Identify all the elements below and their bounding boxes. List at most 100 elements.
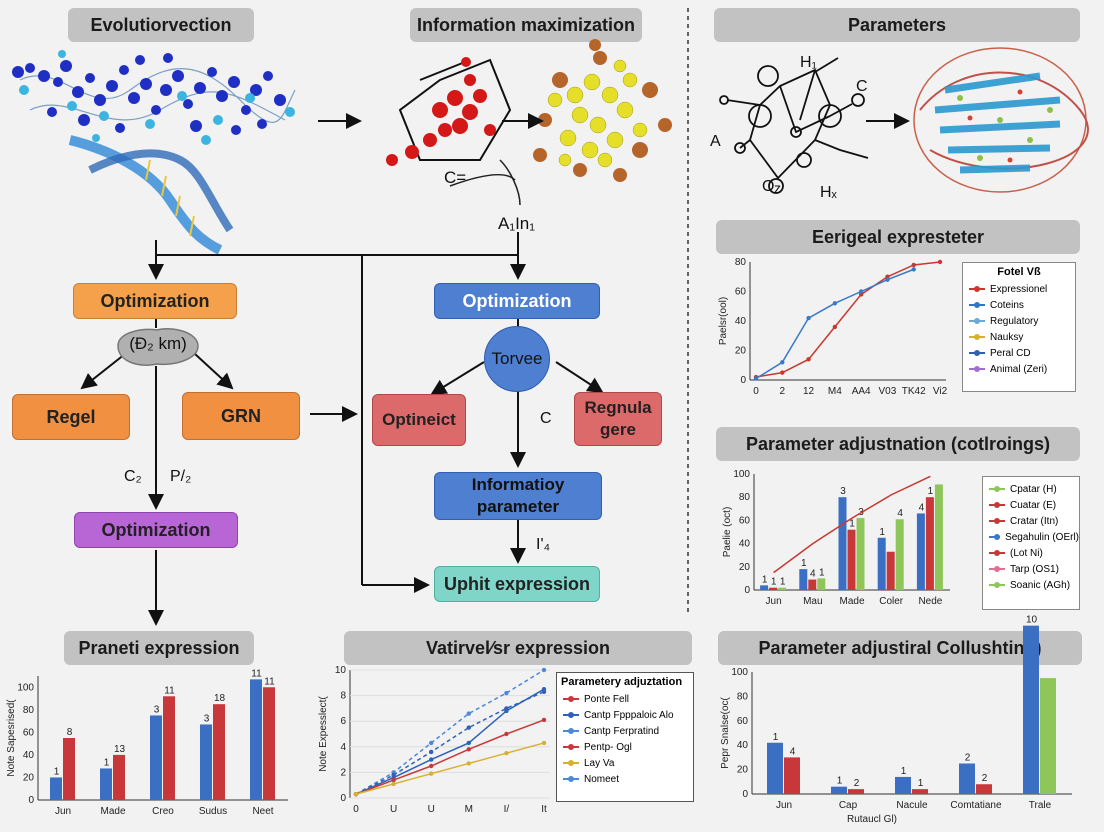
bar-value-label: 1 [773, 732, 779, 743]
legend-item: Lay Va [557, 755, 693, 771]
y-tick-label: 80 [739, 492, 751, 503]
legend-swatch [969, 302, 985, 308]
data-point [429, 771, 434, 776]
legend-swatch [989, 582, 1005, 588]
bar [799, 569, 808, 590]
bar-value-label: 4 [897, 508, 903, 519]
legend-label: Lay Va [584, 757, 615, 769]
y-tick-label: 0 [742, 789, 748, 800]
y-axis-label: Paelsr(ool) [718, 297, 729, 345]
bar [877, 537, 886, 590]
legend-item: Regulatory [963, 313, 1075, 329]
dna-protein-illustration [12, 50, 296, 255]
bar [895, 776, 911, 794]
label-z-mol: z [774, 180, 781, 196]
legend-label: Cantp Fpppaloic Alo [584, 709, 674, 721]
bar [213, 704, 225, 800]
x-tick-label: V03 [879, 386, 897, 397]
optimization-box-right[interactable]: Optimization [434, 283, 600, 319]
uphit-expression-box[interactable]: Uphit expression [434, 566, 600, 602]
x-tick-label: Mau [803, 596, 822, 607]
bar [817, 578, 826, 590]
y-tick-label: 40 [737, 740, 749, 751]
red-molecule-illustration [386, 57, 521, 206]
legend-title: Fotel Vß [997, 266, 1041, 278]
header-information-maximization: Information maximization [410, 8, 642, 42]
label-c-mol: C [856, 78, 868, 95]
label-o-mol: O [762, 178, 775, 195]
x-tick-label: Cap [839, 800, 858, 811]
y-tick-label: 20 [735, 346, 747, 357]
x-tick-label: Coler [879, 596, 904, 607]
x-tick-label: Made [839, 596, 864, 607]
legend-item: Cuatar (E) [983, 497, 1079, 513]
header-parameters: Parameters [714, 8, 1080, 42]
cloud-shape [117, 328, 199, 366]
bar-value-label: 4 [810, 569, 816, 580]
legend-item: (Lot Ni) [983, 545, 1079, 561]
data-point [391, 777, 396, 783]
bar-value-label: 18 [214, 693, 226, 704]
bar [163, 696, 175, 800]
legend-label: Expressionel [990, 283, 1048, 295]
bar-value-label: 2 [982, 773, 988, 784]
legend-swatch [563, 712, 579, 718]
series-line [355, 669, 545, 795]
optineict-box[interactable]: Optineict [372, 394, 466, 446]
data-point [504, 708, 509, 714]
legend-swatch [969, 366, 985, 372]
legend-swatch [563, 728, 579, 734]
regel-box[interactable]: Regel [12, 394, 130, 440]
y-tick-label: 100 [17, 682, 34, 693]
data-point [466, 740, 471, 746]
trend-line [773, 475, 931, 574]
legend-label: Segahulin (OErl) [1005, 531, 1079, 543]
x-tick-label: Neet [252, 806, 273, 817]
y-tick-label: 0 [28, 795, 34, 806]
x-tick-label: 0 [753, 386, 759, 397]
bar-value-label: 4 [790, 746, 796, 757]
bar-value-label: 4 [919, 502, 925, 513]
label-h1-mol: H₁ [800, 54, 817, 71]
information-parameter-box[interactable]: Informatioy parameter [434, 472, 602, 520]
x-tick-label: Creo [152, 806, 174, 817]
label-a-mol: A [710, 133, 721, 150]
legend-swatch [563, 744, 579, 750]
label-c2: C₂ [124, 468, 142, 485]
data-point [466, 725, 471, 730]
x-tick-label: Sudus [199, 806, 227, 817]
bar-value-label: 1 [801, 558, 807, 569]
data-point [832, 324, 838, 330]
torvee-circle[interactable]: Torvee [484, 326, 550, 392]
bar [778, 587, 787, 590]
data-point [753, 376, 759, 381]
optimization-box-left[interactable]: Optimization [73, 283, 237, 319]
bar [1023, 625, 1039, 794]
data-point [937, 259, 943, 265]
series-line [355, 688, 545, 795]
data-point [429, 740, 434, 746]
label-c-mid: C [540, 410, 552, 427]
x-tick-label: Nacule [896, 800, 928, 811]
regnula-box[interactable]: Regnula gere [574, 392, 662, 446]
bar [250, 679, 262, 800]
y-tick-label: 60 [735, 287, 747, 298]
legend-swatch [989, 518, 1005, 524]
grn-box[interactable]: GRN [182, 392, 300, 440]
legend-swatch [989, 486, 1005, 492]
legend-label: Nauksy [990, 331, 1024, 343]
optimization-box-purple[interactable]: Optimization [74, 512, 238, 548]
y-tick-label: 20 [739, 562, 751, 573]
bar-value-label: 8 [67, 727, 73, 738]
bar [848, 789, 864, 794]
bar [976, 784, 992, 794]
legend-label: Soanic (AGh) [1010, 579, 1071, 591]
bar [63, 738, 75, 800]
bar-value-label: 1 [918, 778, 924, 789]
data-point [541, 667, 547, 673]
legend-item: Cantp Fpppaloic Alo [557, 707, 693, 723]
data-point [541, 717, 547, 723]
